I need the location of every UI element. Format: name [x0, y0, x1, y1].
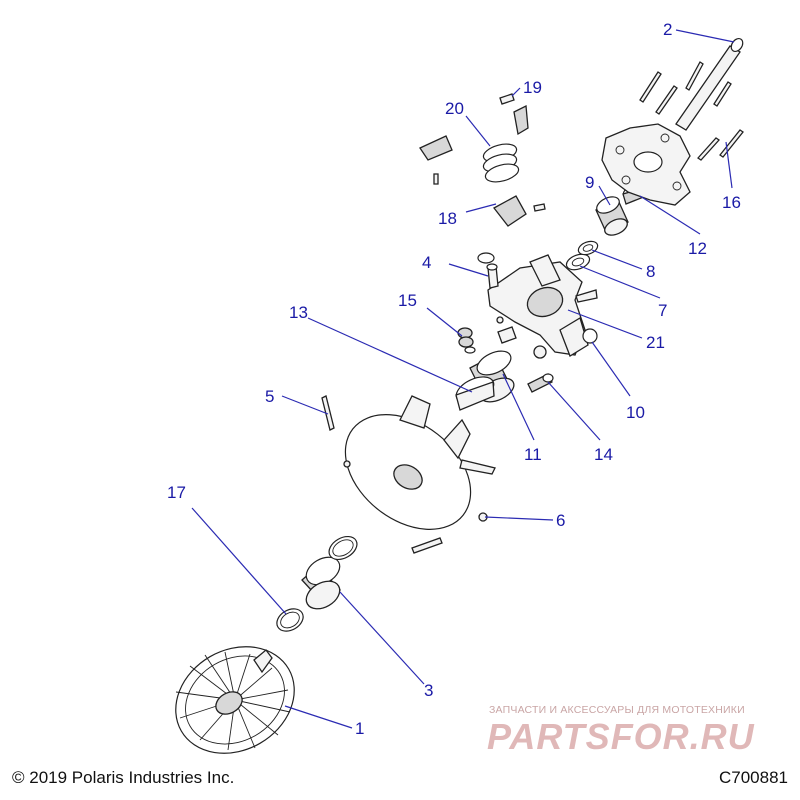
cam-arm	[419, 135, 453, 185]
part-14-roller	[527, 373, 554, 393]
part-8-washer	[577, 240, 599, 256]
part-10-roller	[582, 328, 598, 344]
callout-18: 18	[438, 209, 457, 228]
snap-ring	[328, 535, 358, 561]
callouts: 1 2 3 4 5 6 7 8 9 10 11 12 13 14 15 16 1…	[167, 20, 741, 738]
callout-2: 2	[663, 20, 672, 39]
callout-14: 14	[594, 445, 613, 464]
callout-21: 21	[646, 333, 665, 352]
callout-19: 19	[523, 78, 542, 97]
part-5-pin	[321, 395, 335, 431]
copyright-notice: © 2019 Polaris Industries Inc.	[12, 768, 235, 787]
callout-15: 15	[398, 291, 417, 310]
callout-10: 10	[626, 403, 645, 422]
callout-5: 5	[265, 387, 274, 406]
callout-4: 4	[422, 253, 431, 272]
part-1-fixed-sheave	[175, 646, 295, 754]
diagram-code: C700881	[718, 768, 788, 787]
part-16-bolts	[639, 61, 744, 161]
part-9-spacer	[595, 196, 629, 236]
callout-17: 17	[167, 483, 186, 502]
part-13-bushing	[455, 376, 495, 411]
part-7-washer	[565, 253, 591, 271]
leader-lines	[191, 29, 735, 729]
callout-7: 7	[658, 301, 667, 320]
callout-20: 20	[445, 99, 464, 118]
callout-6: 6	[556, 511, 565, 530]
part-2-long-bolt	[675, 37, 744, 131]
movable-sheave	[343, 395, 496, 530]
part-18-weight	[493, 195, 546, 227]
callout-9: 9	[585, 173, 594, 192]
callout-3: 3	[424, 681, 433, 700]
callout-16: 16	[722, 193, 741, 212]
watermark-brand: PARTSFOR.RU	[487, 716, 755, 757]
callout-13: 13	[289, 303, 308, 322]
watermark-subtitle: ЗАПЧАСТИ И АКСЕССУАРЫ ДЛЯ МОТОТЕХНИКИ	[489, 704, 745, 716]
callout-8: 8	[646, 262, 655, 281]
callout-11: 11	[524, 445, 542, 464]
part-15-spring	[457, 327, 476, 354]
dowel-pin	[411, 537, 443, 554]
part-19-pin	[499, 93, 529, 136]
cover-plate	[601, 123, 691, 206]
part-4-pin	[477, 252, 499, 289]
callout-12: 12	[688, 239, 707, 258]
part-20-spring	[482, 143, 520, 183]
callout-1: 1	[355, 719, 364, 738]
part-3-bushing	[301, 556, 341, 610]
part-17-retaining-ring	[276, 608, 304, 632]
part-21-spider	[487, 254, 598, 359]
